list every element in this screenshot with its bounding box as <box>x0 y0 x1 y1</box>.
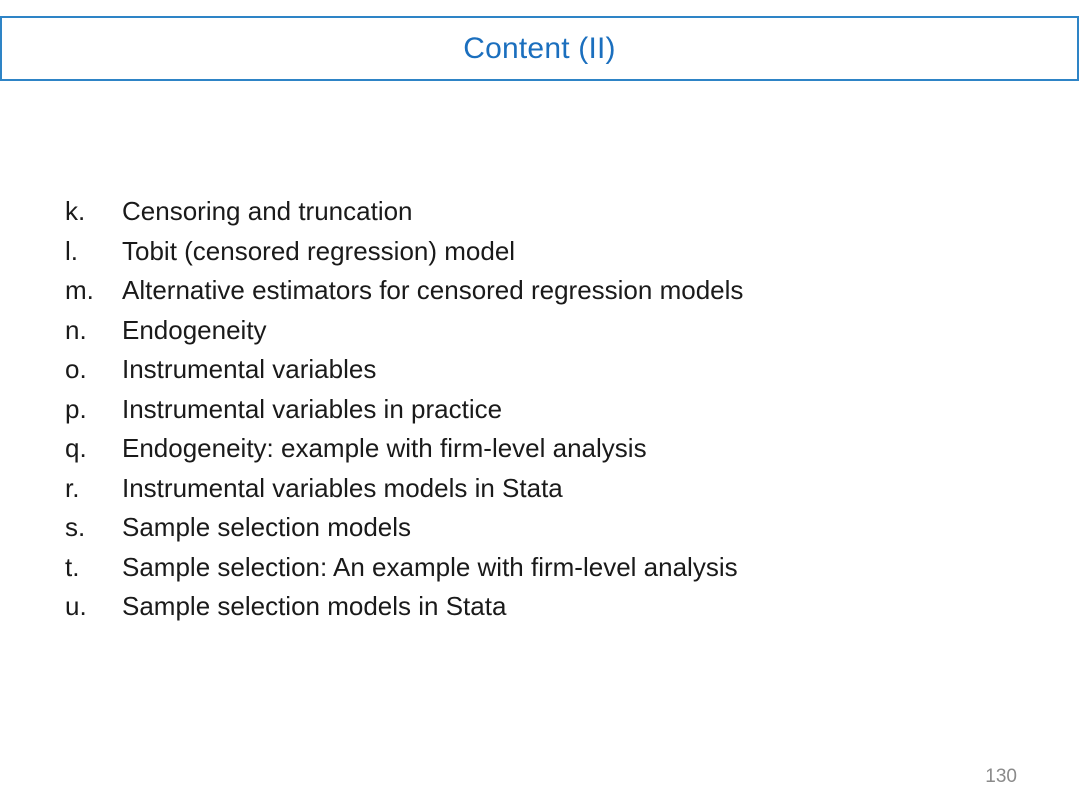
list-item-text: Endogeneity: example with firm-level ana… <box>122 433 647 463</box>
slide-title: Content (II) <box>463 31 616 65</box>
list-item: n. Endogeneity <box>65 311 1025 351</box>
list-item-marker: o. <box>65 354 87 384</box>
slide-title-box: Content (II) <box>0 16 1079 81</box>
list-item-text: Instrumental variables <box>122 354 377 384</box>
list-item-marker: m. <box>65 275 94 305</box>
list-item-text: Endogeneity <box>122 314 267 345</box>
list-item: r. Instrumental variables models in Stat… <box>65 469 1025 509</box>
list-item-text: Sample selection: An example with firm-l… <box>122 551 738 582</box>
list-item-marker: u. <box>65 591 87 621</box>
list-item-text: Instrumental variables models in Stata <box>122 472 563 503</box>
list-item: s. Sample selection models <box>65 508 1025 548</box>
list-item: t. Sample selection: An example with fir… <box>65 548 1025 588</box>
list-item-marker: q. <box>65 433 87 463</box>
list-item: o. Instrumental variables <box>65 350 1025 390</box>
list-item: m. Alternative estimators for censored r… <box>65 271 1025 311</box>
list-item: k. Censoring and truncation <box>65 192 1025 232</box>
list-item-marker: k. <box>65 196 86 226</box>
list-item: q. Endogeneity: example with firm-level … <box>65 429 1025 469</box>
list-item-marker: p. <box>65 393 87 424</box>
list-item-text: Censoring and truncation <box>122 196 413 226</box>
content-list: k. Censoring and truncation l. Tobit (ce… <box>65 192 1025 627</box>
list-item-marker: r. <box>65 472 80 503</box>
list-item-text: Alternative estimators for censored regr… <box>122 275 744 305</box>
list-item-marker: t. <box>65 551 80 582</box>
list-item-marker: l. <box>65 235 78 266</box>
list-item-text: Tobit (censored regression) model <box>122 235 516 266</box>
list-item-text: Sample selection models <box>122 512 412 542</box>
list-item: u. Sample selection models in Stata <box>65 587 1025 627</box>
list-item: p. Instrumental variables in practice <box>65 390 1025 430</box>
list-item-text: Sample selection models in Stata <box>122 591 507 621</box>
list-item-marker: n. <box>65 314 87 345</box>
list-item-marker: s. <box>65 512 86 542</box>
list-item-text: Instrumental variables in practice <box>122 393 503 424</box>
page-number: 130 <box>985 766 1017 787</box>
list-item: l. Tobit (censored regression) model <box>65 232 1025 272</box>
